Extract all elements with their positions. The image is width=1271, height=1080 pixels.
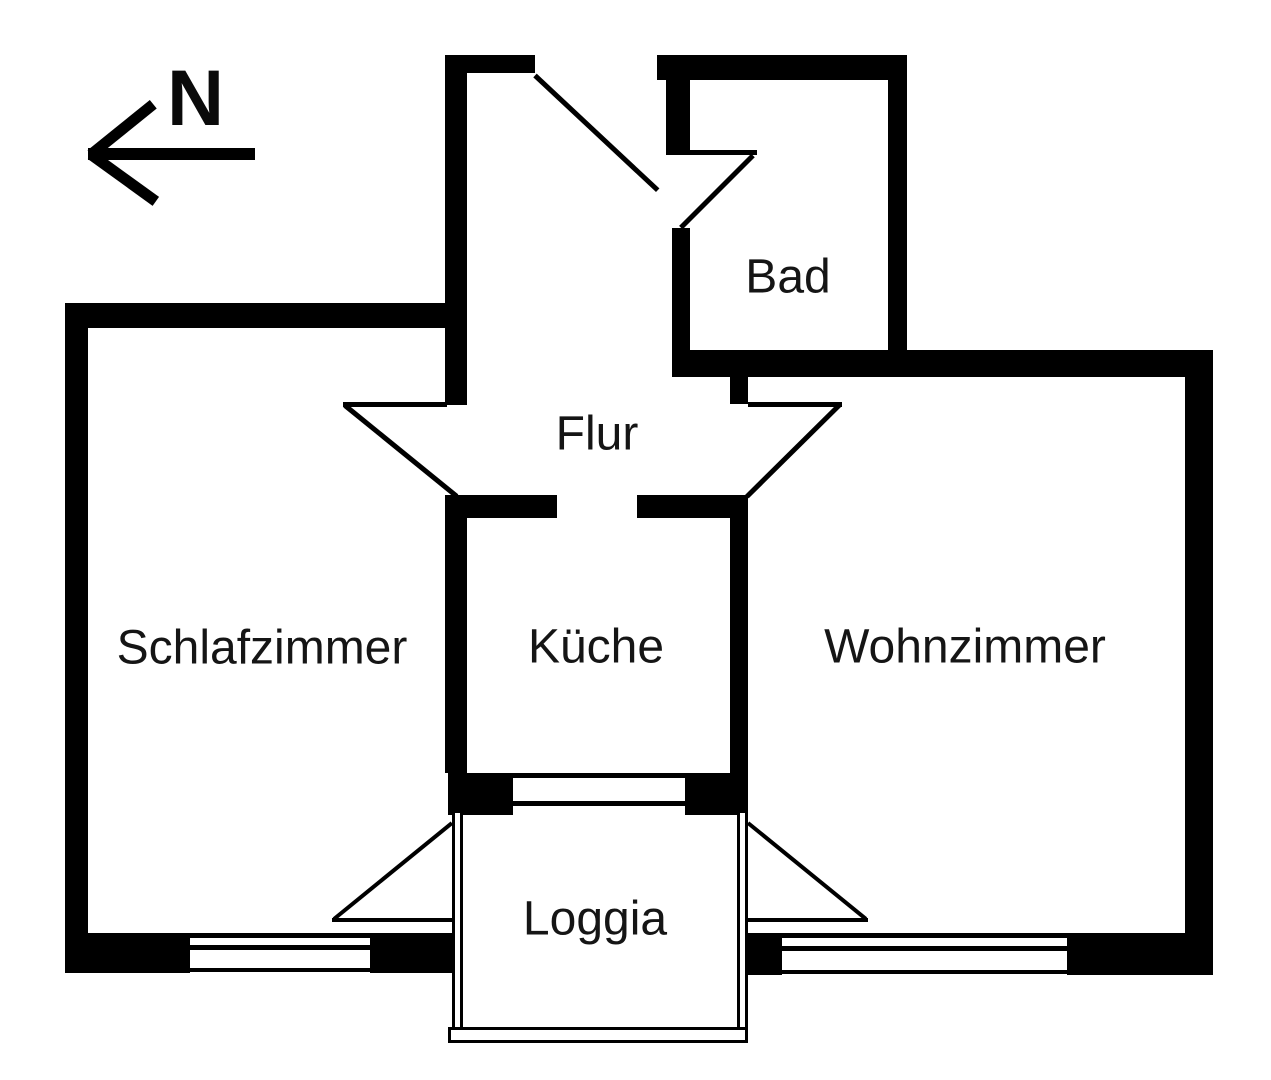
kueche-south-wall-east [685,773,748,815]
wohnzimmer-window-outer-line [782,933,1067,938]
loggia-post-west [452,813,463,1030]
bad-west-wall-lower [672,228,690,353]
loggia-post-east [737,813,748,1030]
east-outer-wall [1185,352,1213,975]
bad-east-wall [888,55,907,377]
schlafzimmer-window-mid-line [185,945,370,950]
loggia-brace-west [332,821,454,921]
wohnzimmer-window-sill-line [782,970,1067,974]
kueche-north-wall-west [447,495,557,518]
entry-north-wall [445,55,535,73]
wohnzimmer-window-mid-line [782,946,1067,951]
kueche-north-wall-east [637,495,748,518]
bad-south-wohnzimmer-north-wall [672,350,1213,377]
bad-north-wall [657,55,907,80]
bad-west-wall-upper [666,55,690,155]
loggia-rail-east [748,918,868,922]
bad-door-panel [672,150,757,155]
west-outer-wall [65,303,88,973]
wohnzimmer-door-swing [745,402,842,498]
bad-door-swing [679,153,755,229]
schlafzimmer-door-swing [343,403,459,498]
north-label: N [167,53,225,142]
schlafzimmer-north-wall [65,303,467,328]
south-wall-east-b [1067,933,1213,975]
north-arrow-shaft [88,148,255,160]
schlafzimmer-door-panel [343,402,447,407]
room-label-schlafzimmer: Schlafzimmer [116,621,408,675]
schlafzimmer-window-sill-line [185,968,370,972]
room-label-wohnzimmer: Wohnzimmer [824,620,1106,674]
flur-west-wall [445,55,467,405]
kueche-west-wall [445,495,467,773]
entry-door-swing [533,73,660,192]
room-label-flur: Flur [555,407,639,461]
room-label-bad: Bad [745,250,831,304]
room-label-loggia: Loggia [522,892,668,946]
room-label-kueche: Küche [527,620,665,674]
loggia-parapet [448,1027,748,1043]
kueche-south-wall-west [448,773,513,815]
south-wall-west-a [65,933,190,973]
wohnzimmer-door-stub [730,377,748,404]
south-wall-west-b [370,933,458,973]
kueche-east-wall [730,495,748,773]
loggia-rail-west [332,918,452,922]
kueche-window-inner-line [513,801,685,806]
wohnzimmer-door-panel [748,402,842,407]
loggia-brace-east [746,821,868,921]
kueche-window-outer-line [513,773,685,778]
schlafzimmer-window-outer-line [185,933,370,938]
